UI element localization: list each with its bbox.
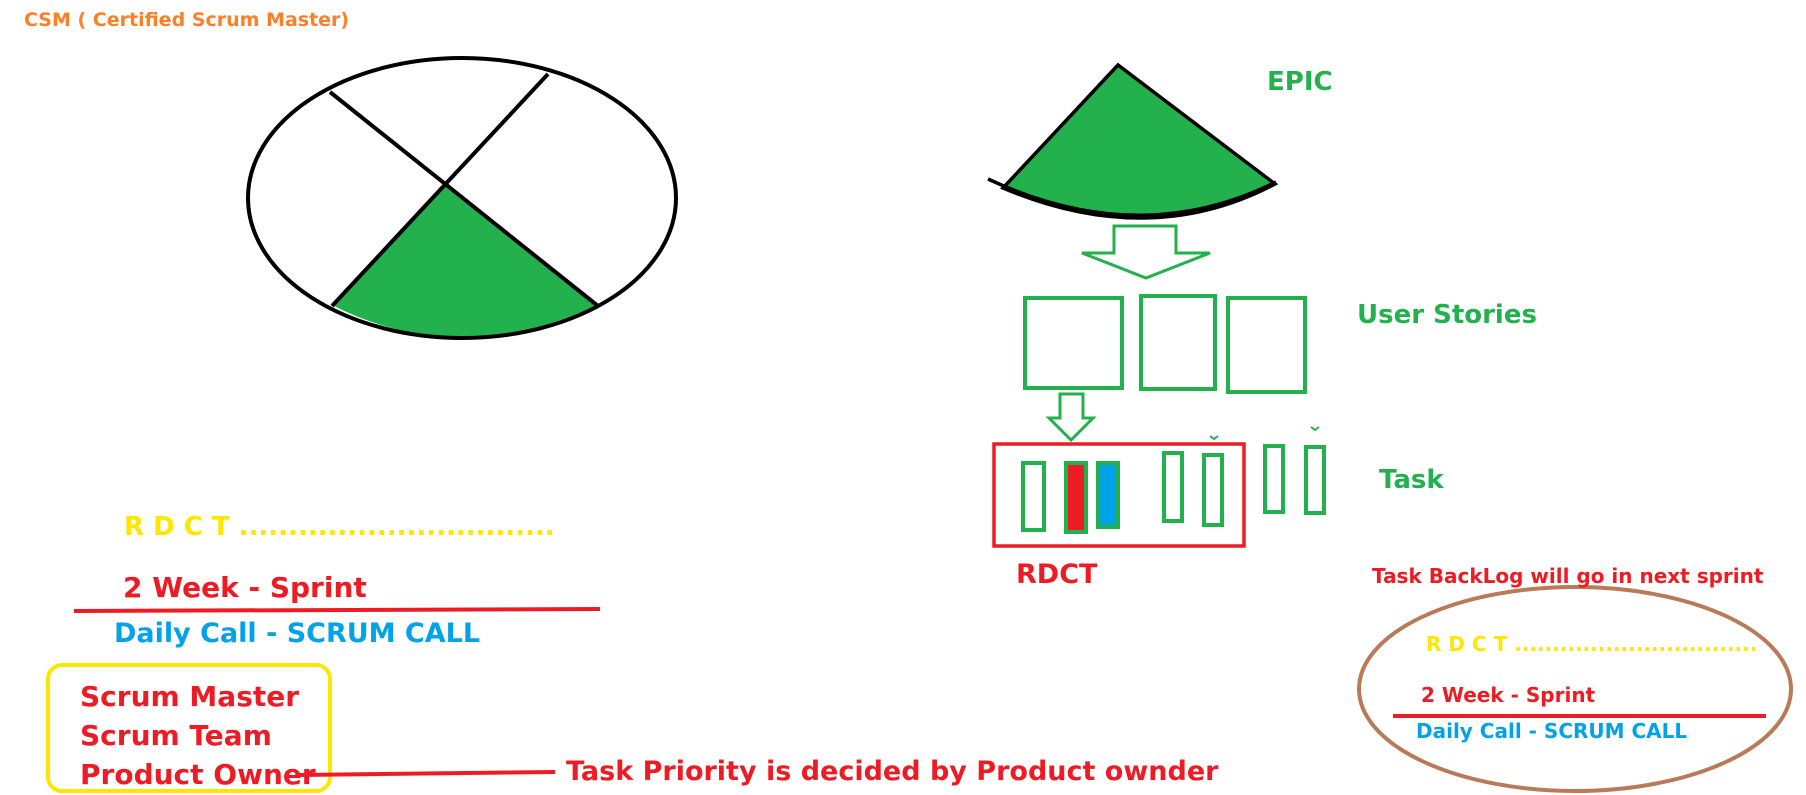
daily-call-right: Daily Call - SCRUM CALL: [1416, 719, 1688, 743]
user-story-box: [1139, 294, 1217, 391]
arrow-epic-to-stories: [1081, 224, 1211, 280]
sprint-underline: [73, 607, 601, 613]
rdct-frame: [992, 442, 1246, 548]
arrow-story-to-tasks: [1045, 392, 1097, 443]
epic-cone-arc: [987, 177, 1277, 217]
task-bar: [1202, 453, 1224, 527]
user-story-box: [1023, 296, 1124, 390]
tick-mark: [1310, 426, 1320, 432]
wheel-divider-1: [328, 90, 600, 308]
roles-box: [46, 663, 332, 793]
sprint-label-right: 2 Week - Sprint: [1421, 683, 1596, 707]
tick-mark: [1209, 435, 1219, 441]
rdct-line-left: R D C T ................................: [124, 512, 555, 542]
rdct-label: RDCT: [1016, 559, 1098, 590]
role-product-owner: Product Owner: [80, 758, 316, 791]
task-bar: [1021, 461, 1046, 532]
wheel-divider-2: [330, 72, 550, 308]
user-story-box: [1226, 296, 1307, 394]
page-title: CSM ( Certified Scrum Master): [24, 9, 350, 31]
task-bar: [1263, 444, 1285, 514]
task-bar-red: [1064, 461, 1088, 534]
priority-note: Task Priority is decided by Product ownd…: [566, 756, 1219, 787]
sprint-label-left: 2 Week - Sprint: [123, 571, 367, 604]
backlog-oval: [1357, 585, 1793, 793]
rdct-line-right: R D C T ................................: [1426, 632, 1758, 656]
sprint-wheel-ellipse: [246, 56, 678, 340]
green-sector: [332, 183, 598, 338]
task-bar-blue: [1096, 461, 1120, 529]
daily-call-left: Daily Call - SCRUM CALL: [114, 618, 481, 649]
priority-connector: [298, 770, 556, 777]
task-bar: [1304, 445, 1326, 515]
epic-label: EPIC: [1267, 67, 1333, 97]
role-scrum-team: Scrum Team: [80, 719, 272, 752]
user-stories-label: User Stories: [1357, 300, 1537, 330]
task-bar: [1162, 451, 1184, 523]
role-scrum-master: Scrum Master: [80, 680, 300, 713]
task-label: Task: [1379, 465, 1444, 495]
backlog-note: Task BackLog will go in next sprint: [1372, 564, 1764, 588]
epic-cone: [1000, 62, 1279, 220]
